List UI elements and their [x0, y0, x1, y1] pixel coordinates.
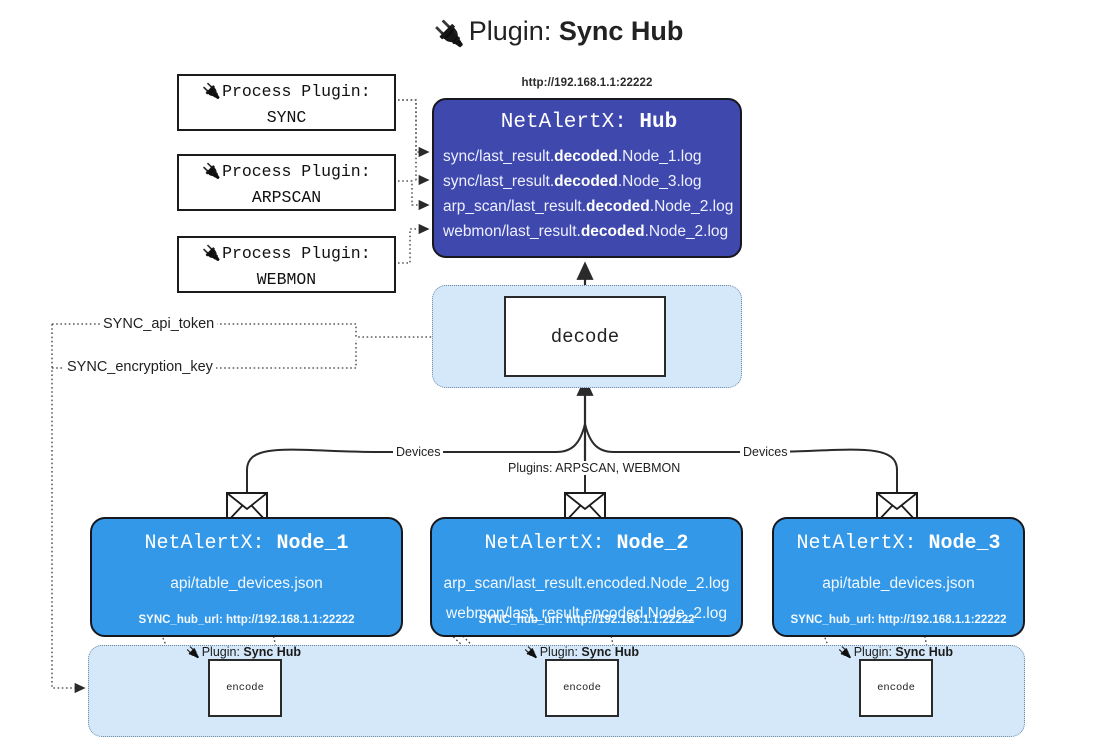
process-plugin-sync-name: SYNC [266, 108, 307, 127]
encode-box-node-3[interactable]: encode [859, 659, 933, 717]
node-box-node-3[interactable]: NetAlertX: Node_3 api/table_devices.json… [772, 517, 1025, 637]
page-title: 🔌Plugin: Sync Hub [0, 16, 1117, 48]
node-file-item: webmon/last_result.encoded.Node_2.log [446, 605, 727, 622]
process-plugin-arpscan[interactable]: 🔌Process Plugin: ARPSCAN [177, 154, 396, 211]
edge-label-devices-right: Devices [740, 445, 791, 459]
hub-file-list: sync/last_result.decoded.Node_1.log sync… [443, 144, 743, 244]
hub-file-item: arp_scan/last_result.decoded.Node_2.log [443, 198, 734, 215]
edge-label-plugins-middle: Plugins: ARPSCAN, WEBMON [505, 461, 684, 475]
node-file-item: api/table_devices.json [822, 575, 975, 592]
node-file-list: arp_scan/last_result.encoded.Node_2.log … [432, 569, 741, 629]
hub-title: NetAlertX: Hub [500, 111, 678, 134]
encoder-caption-node-1: 🔌Plugin: Sync Hub [186, 645, 302, 659]
hub-file-item: sync/last_result.decoded.Node_1.log [443, 148, 702, 165]
process-plugin-sync[interactable]: 🔌Process Plugin: SYNC [177, 74, 396, 131]
edge-label-devices-left: Devices [393, 445, 444, 459]
node-box-node-1[interactable]: NetAlertX: Node_1 api/table_devices.json… [90, 517, 403, 637]
process-plugin-webmon[interactable]: 🔌Process Plugin: WEBMON [177, 236, 396, 293]
sync-api-token-label: SYNC_api_token [100, 316, 218, 332]
plug-icon: 🔌 [202, 82, 222, 100]
plug-icon: 🔌 [202, 162, 222, 180]
plug-icon: 🔌 [202, 244, 222, 262]
decode-box[interactable]: decode [504, 296, 666, 377]
plug-icon: 🔌 [524, 646, 538, 659]
plug-icon: 🔌 [838, 646, 852, 659]
encoder-caption-node-2: 🔌Plugin: Sync Hub [524, 645, 640, 659]
plug-icon: 🔌 [186, 646, 200, 659]
node-title: NetAlertX: Node_2 [484, 532, 689, 555]
process-plugin-webmon-header: 🔌Process Plugin: [202, 244, 371, 263]
encoder-caption-node-3: 🔌Plugin: Sync Hub [838, 645, 954, 659]
hub-url-label: http://192.168.1.1:22222 [521, 77, 653, 89]
process-plugin-arpscan-name: ARPSCAN [251, 188, 322, 207]
node-file-item: arp_scan/last_result.encoded.Node_2.log [443, 575, 730, 592]
hub-file-item: webmon/last_result.decoded.Node_2.log [443, 223, 729, 240]
process-plugin-sync-header: 🔌Process Plugin: [202, 82, 371, 101]
process-plugin-arpscan-header: 🔌Process Plugin: [202, 162, 371, 181]
encode-box-node-2[interactable]: encode [545, 659, 619, 717]
hub-file-item: sync/last_result.decoded.Node_3.log [443, 173, 702, 190]
page-title-prefix: Plugin: [468, 16, 559, 46]
node-file-item: api/table_devices.json [170, 575, 323, 592]
process-plugin-webmon-name: WEBMON [256, 270, 317, 289]
node-file-list: api/table_devices.json [92, 569, 401, 599]
node-file-list: api/table_devices.json [774, 569, 1023, 599]
sync-encryption-key-label: SYNC_encryption_key [64, 359, 216, 375]
node-title: NetAlertX: Node_1 [144, 532, 349, 555]
node-hub-url: SYNC_hub_url: http://192.168.1.1:22222 [138, 614, 355, 626]
node-hub-url: SYNC_hub_url: http://192.168.1.1:22222 [478, 614, 695, 626]
hub-node-box[interactable]: NetAlertX: Hub sync/last_result.decoded.… [432, 98, 742, 258]
plug-icon: 🔌 [433, 20, 465, 48]
encode-box-node-1[interactable]: encode [208, 659, 282, 717]
page-title-name: Sync Hub [558, 16, 684, 46]
node-box-node-2[interactable]: NetAlertX: Node_2 arp_scan/last_result.e… [430, 517, 743, 637]
node-title: NetAlertX: Node_3 [796, 532, 1001, 555]
node-hub-url: SYNC_hub_url: http://192.168.1.1:22222 [790, 614, 1007, 626]
